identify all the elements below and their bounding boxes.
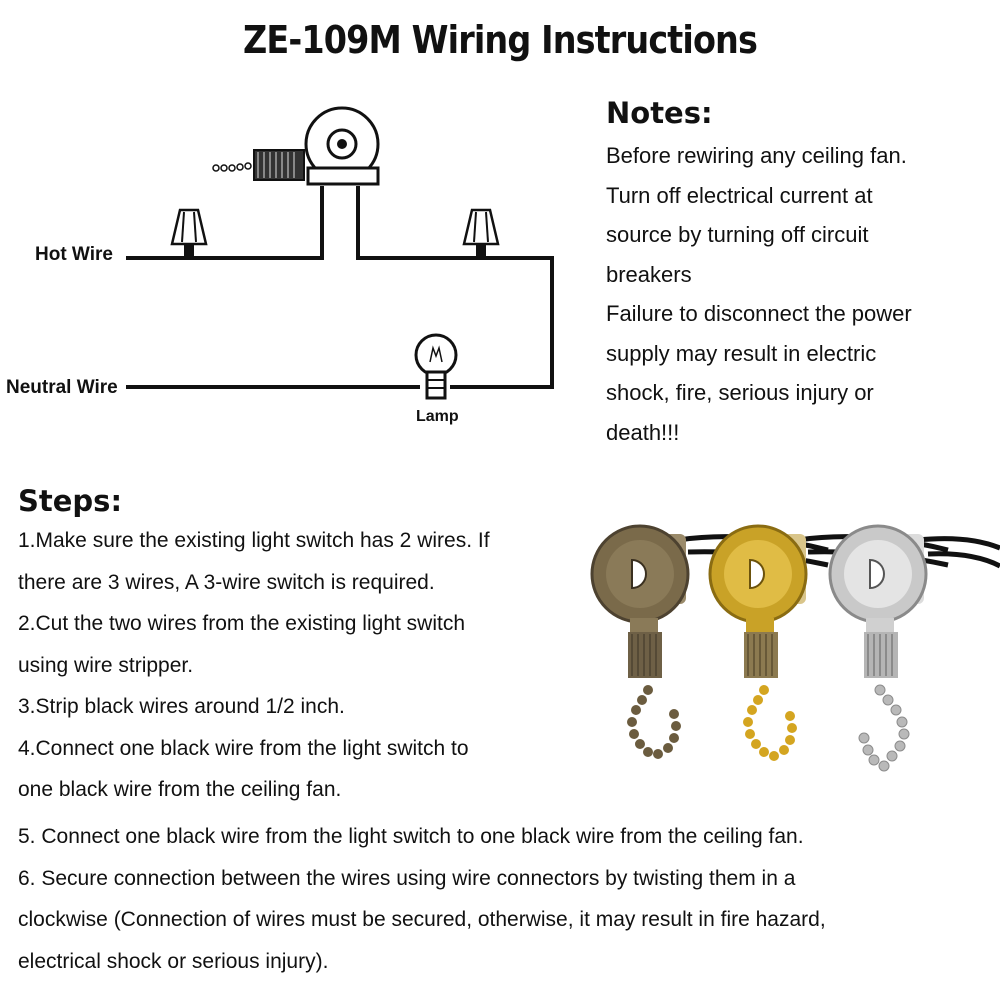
step-line: clockwise (Connection of wires must be s… [18, 908, 826, 931]
hot-wire-label: Hot Wire [35, 244, 113, 265]
step-line: there are 3 wires, A 3-wire switch is re… [18, 570, 435, 594]
notes-heading: Notes: [606, 96, 713, 130]
steps-list-left: 1.Make sure the existing light switch ha… [18, 520, 588, 811]
step-line: using wire stripper. [18, 653, 194, 677]
product-photo [588, 510, 1000, 810]
notes-line: supply may result in electric [606, 340, 877, 366]
step-line: 5. Connect one black wire from the light… [18, 825, 804, 848]
lamp-label: Lamp [416, 408, 459, 425]
notes-line: Failure to disconnect the power [606, 301, 912, 326]
step-line: 6. Secure connection between the wires u… [18, 866, 796, 890]
wiring-diagram: Hot Wire Neutral Wire Lamp [0, 100, 580, 440]
step-line: 4.Connect one black wire from the light … [18, 736, 469, 760]
bronze-switch-icon [590, 524, 690, 759]
step-line: 1.Make sure the existing light switch ha… [18, 529, 490, 552]
notes-line: breakers [606, 261, 692, 287]
step-line: one black wire from the ceiling fan. [18, 778, 342, 801]
switches-illustration [590, 524, 1000, 772]
notes-line: Turn off electrical current at [606, 182, 873, 208]
gold-switch-icon [708, 524, 808, 761]
steps-heading: Steps: [18, 484, 123, 518]
return-wire-line [356, 186, 554, 389]
steps-list-wide: 5. Connect one black wire from the light… [18, 816, 993, 982]
notes-section: Notes: Before rewiring any ceiling fan. … [606, 96, 996, 452]
notes-line: shock, fire, serious injury or [606, 380, 874, 405]
pull-chain-switch-icon [212, 106, 380, 186]
step-line: 2.Cut the two wires from the existing li… [18, 612, 466, 635]
step-line: electrical shock or serious injury). [18, 949, 329, 973]
step-line: 3.Strip black wires around 1/2 inch. [18, 695, 345, 718]
wire-nut-right-icon [462, 208, 500, 258]
notes-line: death!!! [606, 419, 680, 445]
notes-line: Before rewiring any ceiling fan. [606, 143, 907, 168]
lamp-bulb-icon [414, 333, 458, 400]
page-title: ZE-109M Wiring Instructions [242, 18, 758, 62]
chrome-switch-icon [828, 524, 928, 772]
notes-line: source by turning off circuit [606, 222, 869, 247]
hot-wire-line [126, 186, 324, 260]
wire-nut-left-icon [170, 208, 208, 258]
neutral-wire-label: Neutral Wire [6, 377, 118, 398]
